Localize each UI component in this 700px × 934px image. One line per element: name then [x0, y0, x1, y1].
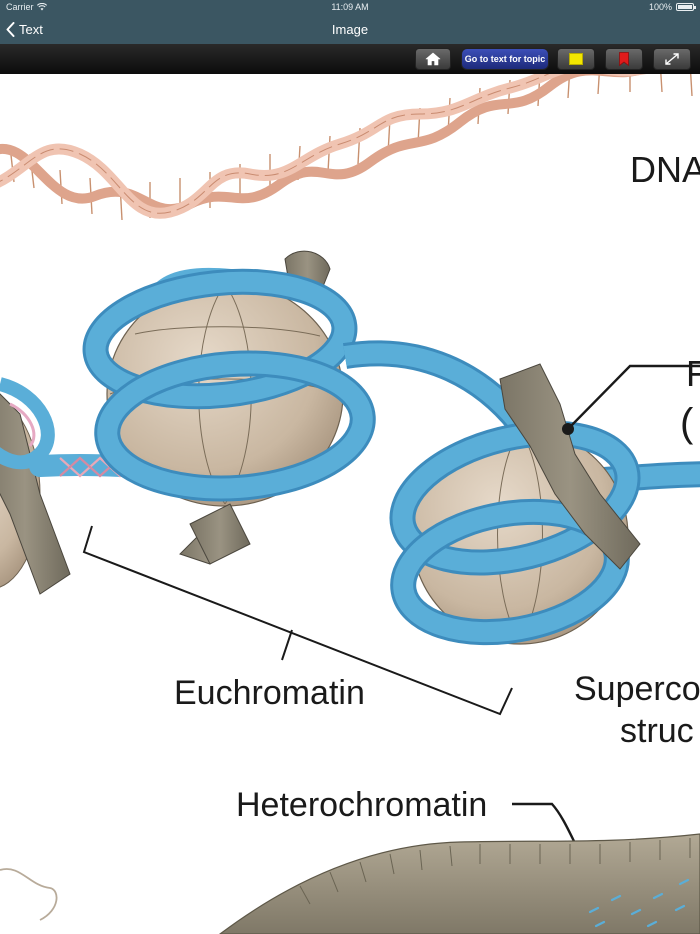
highlight-button[interactable] [557, 48, 595, 70]
dna-double-helix [0, 74, 693, 221]
heterochromatin-fiber [0, 833, 700, 934]
wifi-icon [36, 3, 47, 11]
euchromatin-bracket [82, 525, 513, 716]
home-button[interactable] [415, 48, 451, 70]
chromatin-figure[interactable]: DNA [0, 74, 700, 934]
carrier-indicator: Carrier [6, 2, 47, 12]
chevron-left-icon [6, 21, 15, 37]
histone-h1-linker [499, 363, 641, 570]
carrier-label: Carrier [6, 2, 34, 12]
status-bar: Carrier 11:09 AM 100% [0, 0, 700, 14]
supercoil-label-line1: Superco [574, 670, 700, 708]
h1-pointer [562, 364, 700, 435]
navigation-bar: Text Image [0, 14, 700, 44]
bookmark-button[interactable] [605, 48, 643, 70]
expand-button[interactable] [653, 48, 691, 70]
nucleosome-left-partial [0, 377, 71, 595]
go-to-text-button[interactable]: Go to text for topic [461, 48, 549, 70]
highlight-swatch-icon [569, 53, 583, 65]
page-title: Image [331, 22, 369, 37]
figure-canvas: DNA [0, 74, 700, 934]
back-button-label: Text [19, 21, 43, 37]
nucleosome-2 [389, 363, 641, 646]
expand-icon [665, 53, 679, 65]
battery-percent: 100% [648, 2, 672, 12]
home-icon [425, 52, 441, 66]
heterochromatin-label: Heterochromatin [236, 786, 487, 824]
euchromatin-label: Euchromatin [174, 674, 365, 712]
toolbar: Go to text for topic [0, 44, 700, 74]
bookmark-icon [619, 52, 629, 66]
clock: 11:09 AM [331, 2, 369, 12]
battery-icon [676, 3, 696, 11]
partial-right-label-1: F [686, 353, 700, 394]
dna-label: DNA [630, 149, 700, 190]
battery-indicator: 100% [648, 2, 696, 12]
back-button[interactable]: Text [6, 18, 43, 40]
dna-base-pairs [9, 74, 693, 221]
nucleosome-1 [82, 250, 376, 565]
partial-right-label-2: ( [680, 401, 694, 445]
supercoil-label-line2: struc [620, 712, 694, 750]
dna-strand-back [0, 74, 643, 215]
